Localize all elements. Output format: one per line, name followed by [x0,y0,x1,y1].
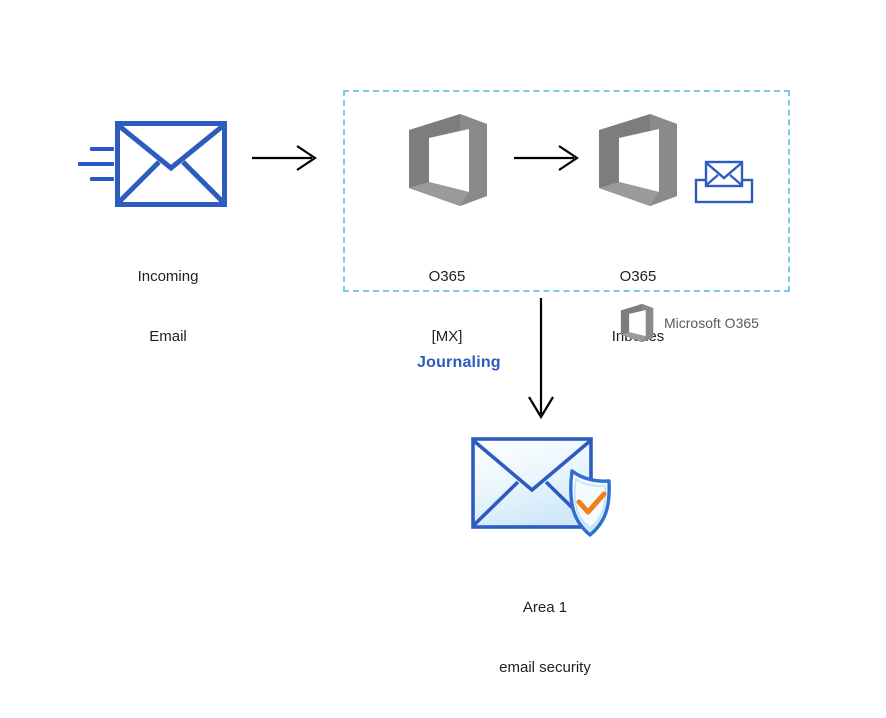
arrow-right-icon [252,145,317,171]
area1-label-line1: Area 1 [522,599,568,616]
area1-label-line2: email security [499,659,591,676]
o365-inboxes-tray [694,158,754,206]
arrow-right-icon [514,145,579,171]
o365-mx-node [407,112,489,208]
o365-inboxes-label-line1: O365 [619,268,657,285]
motion-line-3 [90,177,114,181]
arrow-mx-to-inboxes [514,143,582,173]
o365-boundary-region [343,90,790,292]
o365-mx-label-line2: [MX] [431,328,463,345]
secure-email-shield-icon [471,437,611,537]
incoming-email-label-line2: Email [149,328,187,345]
incoming-email-label-line1: Incoming [137,268,199,285]
o365-inboxes-node [597,112,679,208]
incoming-email-caption: Incoming Email [95,227,241,387]
o365-mx-label-line1: O365 [428,268,466,285]
arrow-down-icon [528,298,554,420]
diagram-canvas: Incoming Email O365 [MX] [78,90,790,676]
motion-lines-icon [78,145,120,185]
legend-microsoft-o365: Microsoft O365 [620,303,759,343]
area1-node [470,432,630,544]
arrow-incoming-to-mx [252,143,318,173]
arrow-inboxes-to-area1 [524,298,560,422]
o365-mx-caption: O365 [MX] [372,227,522,387]
motion-line-1 [90,147,114,151]
area1-caption: Area 1 email security [455,558,635,718]
office-365-logo-icon [620,303,654,343]
incoming-email-node [115,121,227,207]
motion-line-2 [78,162,114,166]
envelope-icon [115,121,227,207]
inbox-tray-icon [694,160,754,204]
office-365-logo-icon [409,114,487,206]
legend-label: Microsoft O365 [664,315,759,331]
journaling-label: Journaling [417,354,501,371]
office-365-logo-icon [599,114,677,206]
